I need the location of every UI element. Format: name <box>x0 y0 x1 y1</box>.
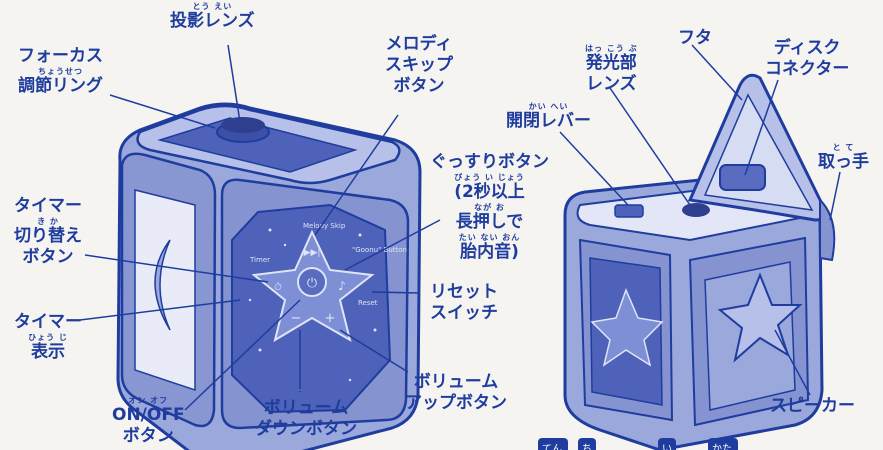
panel-melody-skip-text: Melody Skip <box>303 222 346 230</box>
svg-text:+: + <box>325 311 336 326</box>
svg-text:▶▶|: ▶▶| <box>304 248 321 258</box>
label-handle: と て 取っ手 <box>818 143 869 172</box>
panel-timer-text: Timer <box>249 256 270 264</box>
label-focus-ring: フォーカス ちょうせつ 調節リング <box>18 46 103 96</box>
label-open-lever: かい へい 開閉レバー <box>506 102 591 131</box>
bottom-tags <box>538 438 738 450</box>
label-melody-skip: メロディ スキップ ボタン <box>385 34 453 96</box>
label-volume-up: ボリューム アップボタン <box>405 372 507 413</box>
label-sleep-button: ぐっすりボタン びょう い じょう (2秒以上 なが お 長押しで たい ない … <box>430 152 549 262</box>
bottom-tag-2: い <box>662 444 672 450</box>
label-volume-down: ボリューム ダウンボタン <box>255 398 357 439</box>
label-onoff: オン オフ ON/OFF ボタン <box>112 396 185 446</box>
label-disc-connector: ディスク コネクター <box>765 38 850 79</box>
bottom-tag-3: かた <box>712 444 732 450</box>
left-cube: ⏻ ▶▶| ♪ ⏱ − + Melody Skip "Goonu" Button… <box>116 102 422 450</box>
svg-text:⏻: ⏻ <box>307 276 317 291</box>
right-cube <box>563 73 836 450</box>
label-timer-switch: タイマー き か 切り替え ボタン <box>14 196 82 267</box>
label-lid: フタ <box>678 28 712 48</box>
bottom-tag-1: ち <box>582 444 592 450</box>
label-reset-switch: リセット スイッチ <box>430 282 498 323</box>
svg-text:♪: ♪ <box>338 279 346 293</box>
label-emitter-lens: はっ こう ぶ 発光部 レンズ <box>585 44 638 94</box>
panel-reset-text: Reset <box>358 299 378 307</box>
leader-lines <box>79 44 841 411</box>
label-projection-lens: とう えい 投影レンズ <box>170 2 255 31</box>
svg-text:⏱: ⏱ <box>274 282 282 293</box>
label-speaker: スピーカー <box>770 396 855 416</box>
bottom-tag-0: てん <box>542 444 562 450</box>
panel-goonu-text: "Goonu" Button <box>352 246 407 254</box>
svg-text:−: − <box>291 311 302 326</box>
label-timer-display: タイマー ひょう じ 表示 <box>14 312 82 362</box>
